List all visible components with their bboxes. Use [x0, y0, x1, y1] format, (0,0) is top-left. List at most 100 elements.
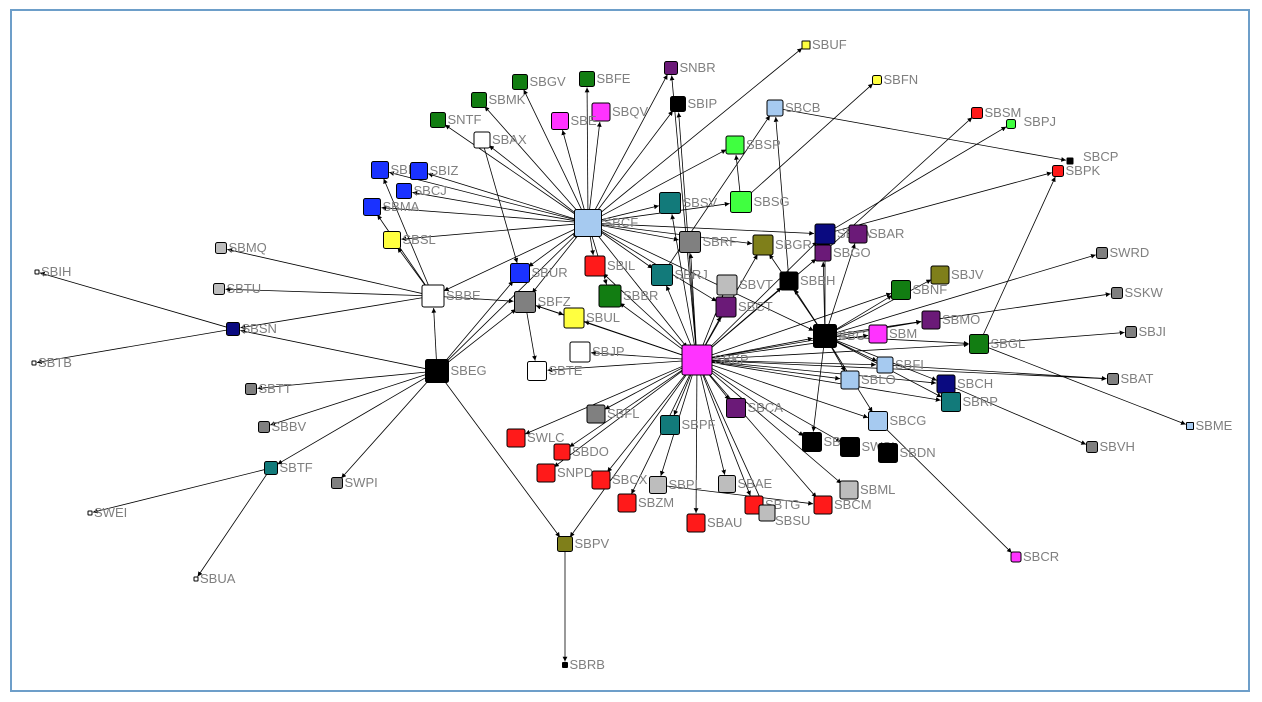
node-sbfl[interactable]: SBFL — [586, 404, 640, 424]
node-sbml[interactable]: SBML — [839, 480, 895, 500]
node-box-sbgv[interactable] — [512, 74, 528, 90]
node-sbcr[interactable]: SBCR — [1010, 549, 1059, 564]
node-sbcg[interactable]: SBCG — [868, 411, 927, 431]
node-sbmq[interactable]: SBMQ — [215, 240, 267, 255]
node-sbdn[interactable]: SBDN — [878, 443, 936, 463]
node-sbdo[interactable]: SBDO — [553, 443, 609, 461]
node-sbct[interactable]: SBCT — [715, 296, 773, 318]
node-sbmk[interactable]: SBMK — [471, 92, 526, 108]
node-sbcx[interactable]: SBCX — [591, 470, 648, 490]
node-box-sbcf[interactable] — [574, 209, 602, 237]
node-sbnf[interactable]: SBNF — [891, 280, 948, 300]
node-box-sbih[interactable] — [34, 269, 40, 275]
node-box-sbuf[interactable] — [801, 40, 811, 50]
node-swpi[interactable]: SWPI — [331, 475, 378, 490]
node-box-sbsv[interactable] — [659, 192, 681, 214]
node-sbqv[interactable]: SBQV — [591, 102, 648, 122]
node-sbpk[interactable]: SBPK — [1052, 163, 1101, 178]
node-sbsu[interactable]: SBSU — [758, 504, 810, 528]
node-box-sbcg[interactable] — [868, 411, 888, 431]
node-box-sbdn[interactable] — [878, 443, 898, 463]
node-box-swlc[interactable] — [506, 428, 526, 448]
node-sbcf[interactable]: SBCF — [574, 209, 639, 237]
node-sbmo[interactable]: SBMO — [921, 310, 980, 330]
node-sbsl[interactable]: SBSL — [383, 231, 436, 249]
node-sbm[interactable]: SBM — [868, 324, 917, 344]
node-sbjv[interactable]: SBJV — [930, 265, 984, 285]
node-sbsm[interactable]: SBSM — [971, 105, 1022, 120]
node-box-sbfl[interactable] — [586, 404, 606, 424]
node-box-swrd[interactable] — [1096, 247, 1108, 259]
node-box-sbsu[interactable] — [758, 504, 776, 522]
node-sbcb[interactable]: SBCB — [766, 99, 820, 117]
node-box-sbm[interactable] — [868, 324, 888, 344]
node-sntf[interactable]: SNTF — [430, 112, 482, 128]
node-box-sbji[interactable] — [1125, 326, 1137, 338]
node-sskw[interactable]: SSKW — [1111, 285, 1164, 300]
node-sbgv[interactable]: SBGV — [512, 74, 566, 90]
node-box-swsi[interactable] — [840, 437, 860, 457]
node-box-sbmk[interactable] — [471, 92, 487, 108]
node-sbgo[interactable]: SBGO — [814, 244, 871, 262]
node-box-sbdo[interactable] — [553, 443, 571, 461]
node-box-sbrf[interactable] — [679, 231, 701, 253]
node-sbua[interactable]: SBUA — [193, 571, 236, 586]
node-sbbv[interactable]: SBBV — [258, 419, 307, 434]
node-sbpf[interactable]: SBPF — [660, 415, 716, 435]
node-box-sbsp[interactable] — [725, 135, 745, 155]
node-box-sbip[interactable] — [670, 96, 686, 112]
node-sbcj[interactable]: SBCJ — [396, 183, 447, 199]
node-box-sbsg[interactable] — [730, 191, 752, 213]
node-sbgl[interactable]: SBGL — [969, 334, 1026, 354]
node-box-sbbv[interactable] — [258, 421, 270, 433]
node-box-sbfi[interactable] — [876, 356, 894, 374]
node-sbrp[interactable]: SBRP — [941, 392, 998, 412]
node-sbrf[interactable]: SBRF — [679, 231, 738, 253]
node-sbfe[interactable]: SBFE — [579, 71, 631, 87]
node-sbvh[interactable]: SBVH — [1086, 439, 1135, 454]
node-box-sbcx[interactable] — [591, 470, 611, 490]
node-sbsg[interactable]: SBSG — [730, 191, 790, 213]
node-sbax[interactable]: SBAX — [473, 131, 527, 149]
node-sbuf[interactable]: SBUF — [801, 37, 847, 52]
node-sbsn[interactable]: SBSN — [226, 321, 277, 336]
node-box-sbpf[interactable] — [660, 415, 680, 435]
node-sbtu[interactable]: SBTU — [213, 281, 262, 296]
node-sbat[interactable]: SBAT — [1107, 371, 1154, 386]
node-box-sbca[interactable] — [726, 398, 746, 418]
node-swei[interactable]: SWEI — [87, 505, 127, 520]
node-sbrj[interactable]: SBRJ — [651, 264, 708, 286]
node-box-sbsn[interactable] — [226, 322, 240, 336]
node-sbgr[interactable]: SBGR — [752, 234, 812, 256]
node-box-sbpv[interactable] — [557, 536, 573, 552]
node-box-sbiz[interactable] — [410, 162, 428, 180]
node-swrd[interactable]: SWRD — [1096, 245, 1150, 260]
node-sbul[interactable]: SBUL — [563, 307, 620, 329]
node-sbtb[interactable]: SBTB — [31, 355, 72, 370]
node-box-sbcr[interactable] — [1010, 551, 1022, 563]
node-sbsv[interactable]: SBSV — [659, 192, 718, 214]
node-box-snpd[interactable] — [536, 463, 556, 483]
node-box-sbtt[interactable] — [245, 383, 257, 395]
node-box-sbfn[interactable] — [872, 75, 882, 85]
node-box-sbpk[interactable] — [1052, 165, 1064, 177]
node-sbur[interactable]: SBUR — [510, 263, 568, 283]
node-box-sbbr[interactable] — [598, 284, 622, 308]
node-box-sbfe[interactable] — [579, 71, 595, 87]
node-box-sbcj[interactable] — [396, 183, 412, 199]
node-box-sbua[interactable] — [193, 576, 199, 582]
node-box-sbfz[interactable] — [514, 291, 536, 313]
node-box-sbjv[interactable] — [930, 265, 950, 285]
node-box-sbat[interactable] — [1107, 373, 1119, 385]
node-box-sbsr[interactable] — [802, 432, 822, 452]
node-sbpv[interactable]: SBPV — [557, 536, 610, 552]
node-box-sbrp[interactable] — [941, 392, 961, 412]
node-box-sbct[interactable] — [715, 296, 737, 318]
node-sbjp[interactable]: SBJP — [569, 341, 625, 363]
node-box-sbkp[interactable] — [681, 344, 713, 376]
node-box-sbur[interactable] — [510, 263, 530, 283]
node-box-sbe[interactable] — [551, 112, 569, 130]
node-box-sbgo[interactable] — [814, 244, 832, 262]
node-sbar[interactable]: SBAR — [848, 224, 904, 244]
node-sbbh[interactable]: SBBH — [779, 271, 835, 291]
